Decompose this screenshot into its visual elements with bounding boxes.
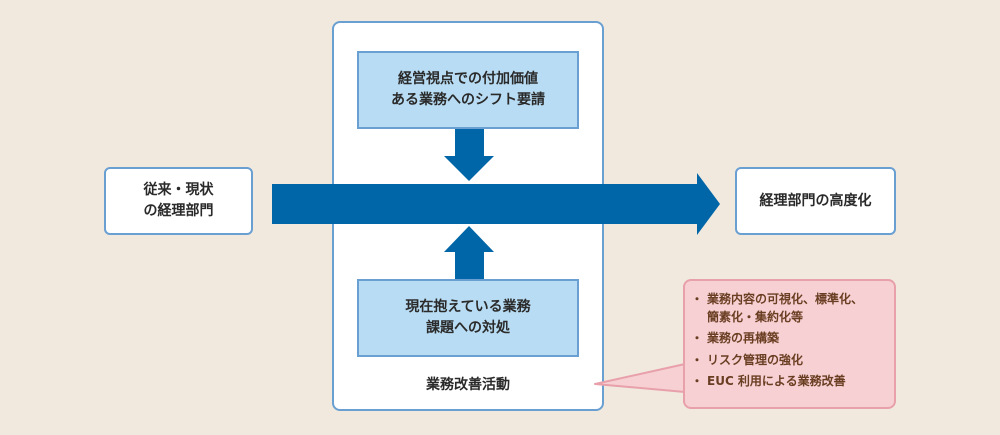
shift-request-line1: 経営視点での付加価値	[398, 71, 538, 87]
note-item: 業務内容の可視化、標準化、 簡素化・集約化等	[691, 291, 888, 326]
note-pointer	[594, 363, 686, 393]
note-item: 業務の再構築	[691, 330, 888, 348]
shift-request-line2: ある業務へのシフト要請	[391, 92, 545, 108]
note-item-1-line1: 業務内容の可視化、標準化、	[707, 292, 864, 306]
main-arrow	[272, 173, 720, 235]
advanced-accounting-label: 経理部門の高度化	[759, 192, 872, 209]
current-accounting-box: 従来・現状 の経理部門	[104, 167, 253, 235]
current-accounting-line2: の経理部門	[143, 203, 214, 219]
down-arrow	[444, 129, 494, 181]
current-issues-line1: 現在抱えている業務	[405, 299, 531, 315]
up-arrow	[444, 226, 494, 279]
improvement-notes-list: 業務内容の可視化、標準化、 簡素化・集約化等 業務の再構築 リスク管理の強化 E…	[691, 291, 888, 391]
improvement-activity-label: 業務改善活動	[426, 377, 510, 393]
current-issues-line2: 課題への対処	[426, 320, 510, 336]
note-item-1-line2: 簡素化・集約化等	[707, 309, 804, 324]
note-item: EUC 利用による業務改善	[691, 373, 888, 391]
note-item: リスク管理の強化	[691, 352, 888, 370]
current-issues-box: 現在抱えている業務 課題への対処	[357, 279, 579, 357]
current-accounting-line1: 従来・現状	[143, 182, 214, 198]
note-item-4: EUC 利用による業務改善	[707, 374, 846, 388]
note-item-2: 業務の再構築	[707, 331, 780, 345]
improvement-notes-callout: 業務内容の可視化、標準化、 簡素化・集約化等 業務の再構築 リスク管理の強化 E…	[683, 279, 896, 409]
note-item-3: リスク管理の強化	[707, 352, 804, 367]
shift-request-box: 経営視点での付加価値 ある業務へのシフト要請	[357, 51, 579, 129]
advanced-accounting-box: 経理部門の高度化	[735, 167, 896, 235]
